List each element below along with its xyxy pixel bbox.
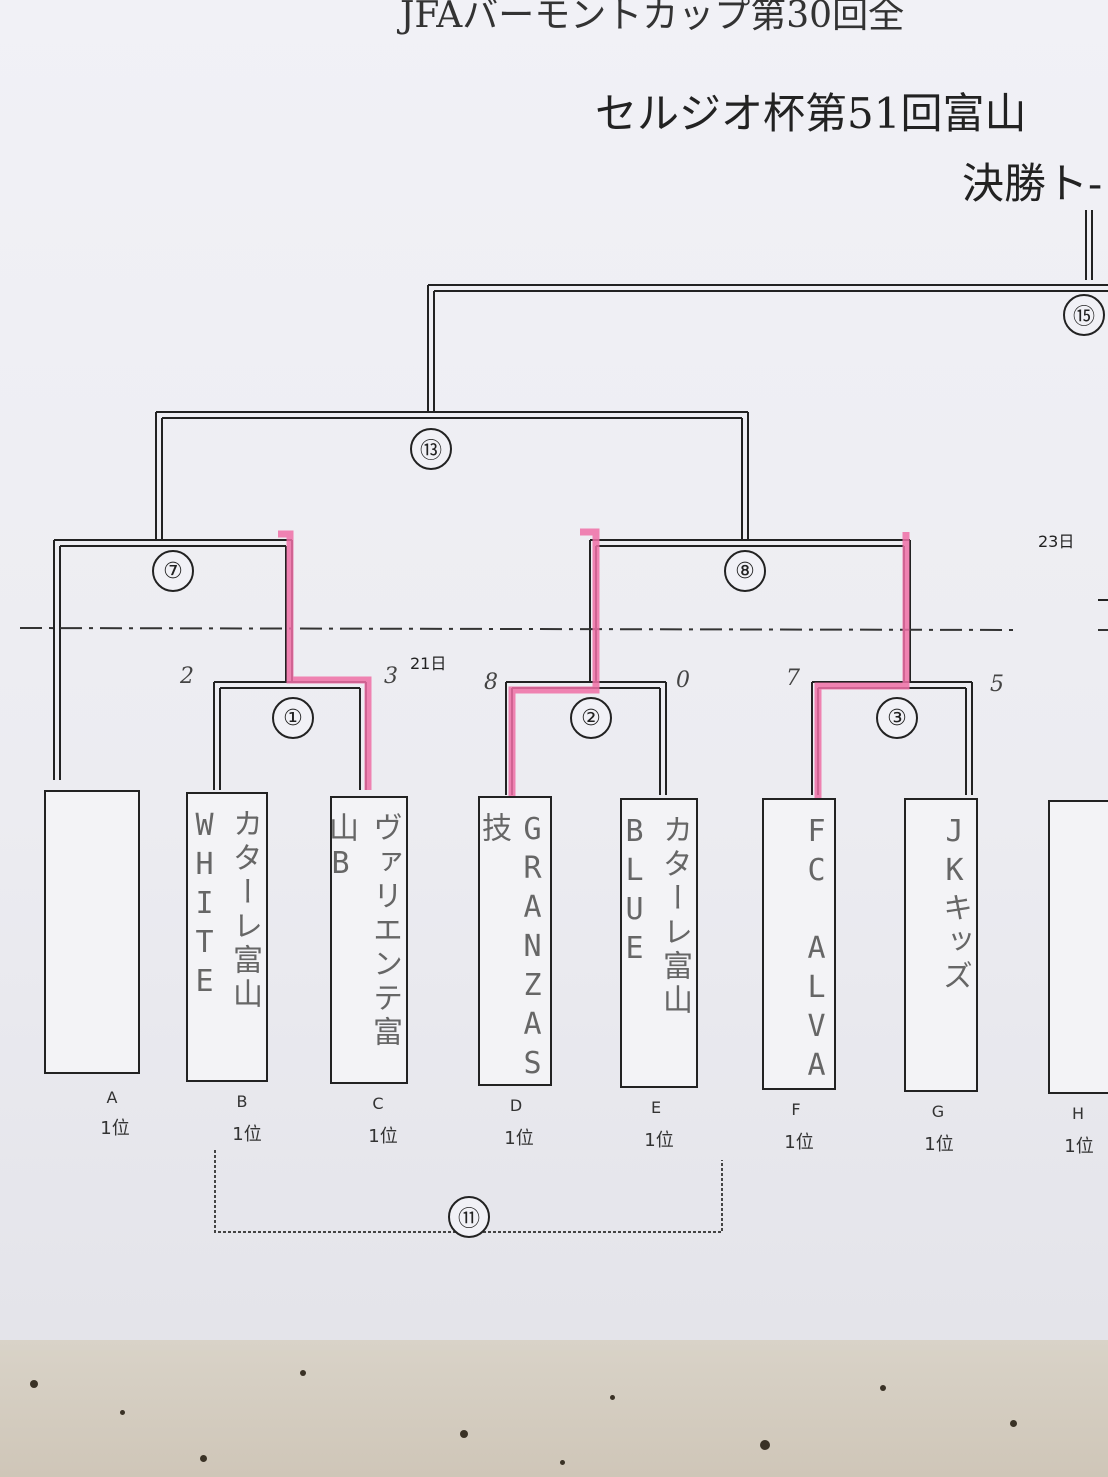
team-slot-b: カターレ富山WHITE bbox=[186, 792, 268, 1082]
match-1-number: ① bbox=[272, 697, 314, 739]
rank-label-a: 1位 bbox=[100, 1118, 130, 1139]
team-slot-h bbox=[1048, 800, 1108, 1094]
rank-label-c: 1位 bbox=[368, 1126, 398, 1147]
group-label-a: A bbox=[106, 1088, 118, 1107]
match-3-right-score: 5 bbox=[990, 672, 1004, 697]
match-15-number: ⑮ bbox=[1063, 294, 1105, 336]
tournament-title-line1: JFAバーモントカップ第30回全 bbox=[400, 0, 905, 36]
group-label-e: E bbox=[650, 1098, 662, 1117]
rank-label-e: 1位 bbox=[644, 1130, 674, 1151]
rank-label-f: 1位 bbox=[784, 1132, 814, 1153]
match-11-number: ⑪ bbox=[448, 1196, 490, 1238]
match-2-left-score: 8 bbox=[484, 670, 498, 695]
team-slot-c: ヴァリエンテ富山B bbox=[323, 796, 408, 1084]
group-label-g: G bbox=[931, 1102, 945, 1121]
group-label-c: C bbox=[372, 1094, 384, 1113]
team-slot-a bbox=[44, 790, 140, 1074]
rank-label-g: 1位 bbox=[924, 1134, 954, 1155]
bracket-sheet bbox=[0, 0, 1108, 1340]
team-slot-f: FC ALVA bbox=[762, 798, 836, 1090]
team-slot-g: JKキッズ bbox=[904, 798, 978, 1092]
bracket-lines bbox=[19, 210, 1108, 1233]
match-13-number: ⑬ bbox=[410, 428, 452, 470]
match-1-right-score: 3 bbox=[384, 664, 398, 689]
group-label-h: H bbox=[1071, 1104, 1085, 1123]
group-label-b: B bbox=[236, 1092, 248, 1111]
team-slot-d: GRANZAS技 bbox=[476, 796, 552, 1086]
rank-label-h: 1位 bbox=[1064, 1136, 1094, 1157]
match-1-left-score: 2 bbox=[180, 664, 194, 689]
match-2-right-score: 0 bbox=[676, 668, 690, 693]
match-2-number: ② bbox=[570, 697, 612, 739]
group-label-f: F bbox=[791, 1100, 801, 1119]
tournament-title-line3: 決勝ト- bbox=[962, 159, 1103, 208]
round1-date: 21日 bbox=[410, 654, 447, 673]
tournament-title-line2: セルジオ杯第51回富山 bbox=[595, 89, 1027, 138]
team-slot-e: カターレ富山BLUE bbox=[617, 798, 698, 1088]
match-7-number: ⑦ bbox=[152, 550, 194, 592]
rank-label-d: 1位 bbox=[504, 1128, 534, 1149]
match-3-left-score: 7 bbox=[786, 666, 800, 691]
rank-label-b: 1位 bbox=[232, 1124, 262, 1145]
match-8-number: ⑧ bbox=[724, 550, 766, 592]
floor-background bbox=[0, 1340, 1108, 1477]
round2-date: 23日 bbox=[1038, 532, 1075, 551]
match-3-number: ③ bbox=[876, 697, 918, 739]
group-label-d: D bbox=[509, 1096, 523, 1115]
